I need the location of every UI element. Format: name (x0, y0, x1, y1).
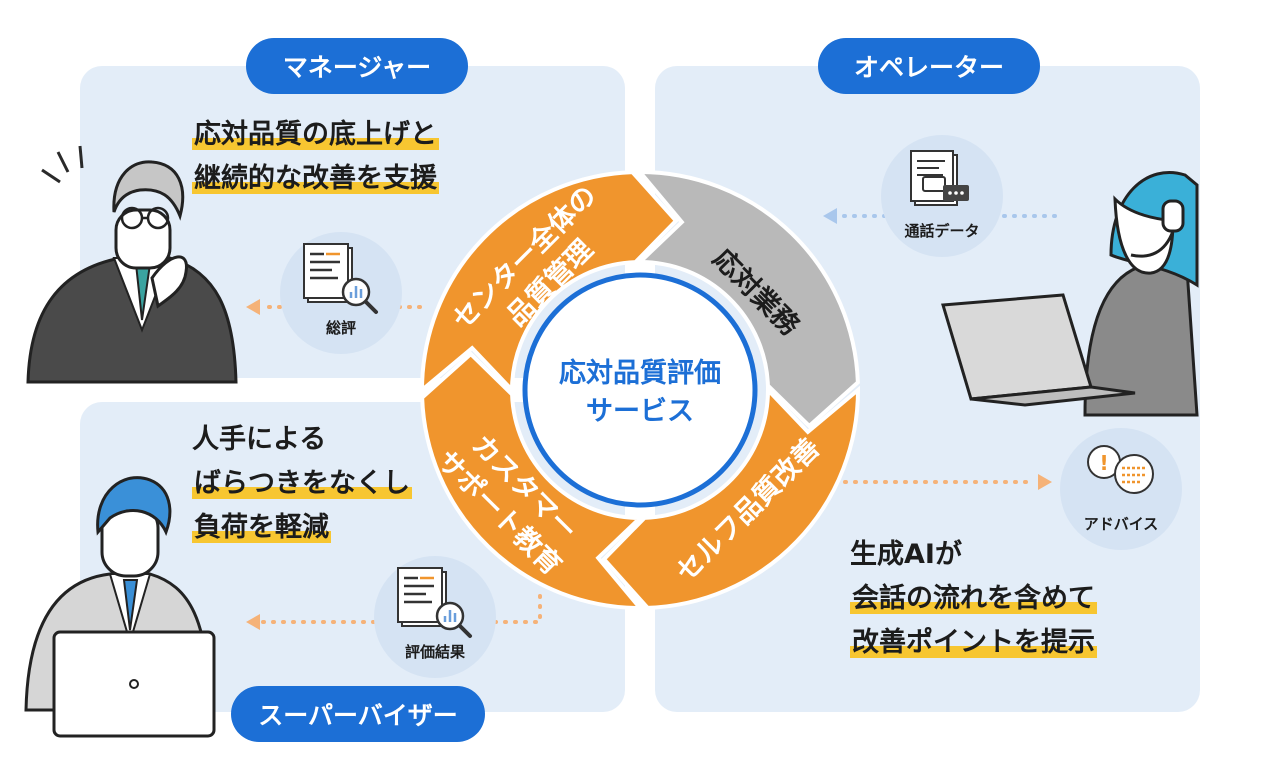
center-title-line-2: サービス (586, 396, 694, 427)
call-data-badge: 通話データ (881, 135, 1003, 257)
laptop-icon (52, 630, 216, 738)
review-document-icon (303, 243, 378, 314)
segment-response-work (635, 169, 860, 429)
advice-badge-label: アドバイス (1083, 515, 1159, 533)
supervisor-text-line-1: 人手による (192, 424, 327, 455)
review-badge: 総評 (280, 232, 402, 354)
call-data-icon (910, 150, 969, 206)
supervisor-illustration (24, 476, 216, 738)
eval-result-badge-label: 評価結果 (404, 643, 465, 661)
supervisor-role-label: スーパーバイザー (231, 686, 485, 742)
manager-text-line-2: 継続的な改善を支援 (192, 163, 439, 194)
chat-bubble-icon (922, 176, 946, 192)
call-data-badge-label: 通話データ (904, 222, 980, 240)
manager-description: 応対品質の底上げと 継続的な改善を支援 (192, 113, 439, 201)
operator-text-line-2: 会話の流れを含めて (850, 583, 1097, 614)
segment-self-quality-improvement (601, 385, 861, 610)
arrowhead-manager (246, 299, 260, 315)
supervisor-text-line-3: 負荷を軽減 (192, 512, 331, 543)
arrow-cs-edu-to-result (486, 594, 542, 624)
segment-customer-support-education (420, 351, 645, 611)
eval-result-document-icon (397, 567, 472, 638)
center-service-circle (522, 272, 758, 508)
eval-result-badge: 評価結果 (374, 556, 496, 678)
supervisor-text-line-2: ばらつきをなくし (192, 468, 412, 499)
operator-description: 生成AIが 会話の流れを含めて 改善ポイントを提示 (850, 533, 1097, 665)
review-badge-label: 総評 (325, 319, 356, 337)
manager-role-label: マネージャー (246, 38, 468, 94)
exclamation-icon: ! (1099, 451, 1108, 475)
segment-center-quality-management (419, 170, 679, 395)
surprise-lines-icon (41, 145, 84, 184)
glasses-icon (120, 206, 170, 230)
manager-text-line-1: 応対品質の底上げと (192, 119, 439, 150)
arrowhead-supervisor (246, 614, 260, 630)
operator-role-label: オペレーター (818, 38, 1040, 94)
center-title-line-1: 応対品質評価 (559, 357, 721, 389)
manager-illustration (26, 145, 238, 384)
arrowhead-advice (1038, 474, 1052, 490)
arrowhead-call-data (823, 208, 837, 224)
operator-text-line-1: 生成AIが (850, 539, 962, 570)
operator-illustration (941, 171, 1199, 417)
operator-text-line-3: 改善ポイントを提示 (850, 627, 1097, 658)
tie-icon (122, 579, 139, 631)
supervisor-description: 人手による ばらつきをなくし 負荷を軽減 (192, 418, 412, 550)
advice-icon: ! (1087, 445, 1154, 494)
advice-badge: ! アドバイス (1060, 428, 1182, 550)
